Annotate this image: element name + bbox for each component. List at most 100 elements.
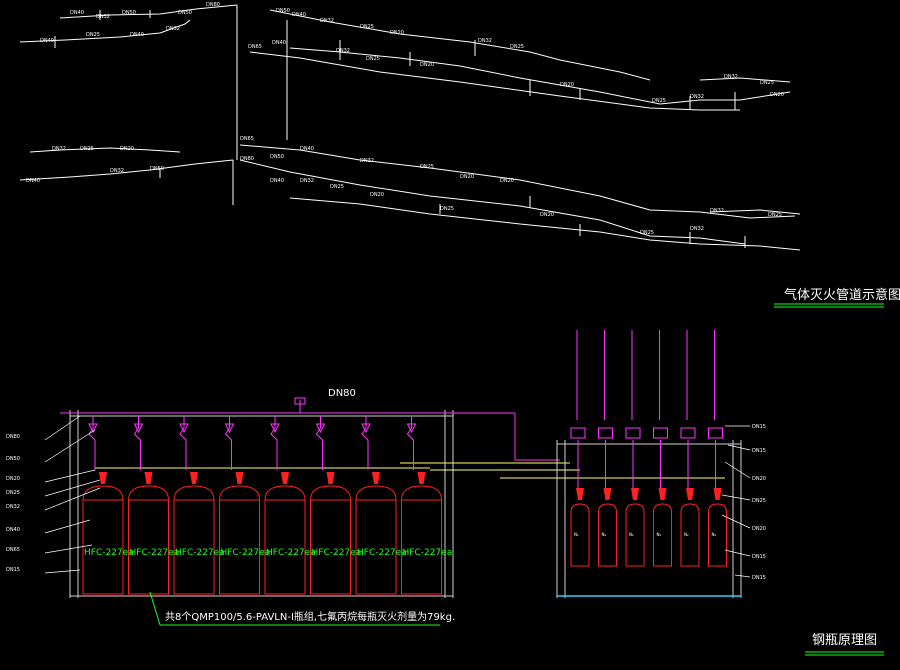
agent-label: HFC-227ea [130,548,180,558]
svg-text:DN40: DN40 [26,178,40,184]
agent-cylinder: HFC-227ea [173,416,225,595]
svg-text:DN25: DN25 [6,490,20,496]
svg-text:DN32: DN32 [360,158,374,164]
svg-text:DN40: DN40 [6,527,20,533]
svg-text:DN15: DN15 [6,567,20,573]
svg-text:DN65: DN65 [240,136,254,142]
svg-text:DN25: DN25 [330,184,344,190]
svg-text:DN80: DN80 [240,156,254,162]
svg-text:DN50: DN50 [122,10,136,16]
n2-cylinder: N₂ [680,330,700,567]
n2-cylinder: N₂ [570,330,590,567]
agent-cylinder: HFC-227ea [310,416,362,595]
svg-text:DN25: DN25 [768,212,782,218]
n2-cylinder: N₂ [598,330,617,567]
n2-label: N₂ [629,532,634,537]
svg-text:DN20: DN20 [770,92,784,98]
svg-text:DN25: DN25 [86,32,100,38]
svg-text:DN15: DN15 [752,554,766,560]
svg-text:DN20: DN20 [420,62,434,68]
n2-label: N₂ [574,532,579,537]
svg-text:DN32: DN32 [478,38,492,44]
agent-label: HFC-227ea [357,548,407,558]
svg-text:DN40: DN40 [300,146,314,152]
svg-text:DN65: DN65 [248,44,262,50]
svg-text:DN50: DN50 [6,456,20,462]
svg-text:DN32: DN32 [96,14,110,20]
agent-cylinder: HFC-227ea [401,416,453,595]
svg-text:DN80: DN80 [206,2,220,8]
svg-text:DN40: DN40 [292,12,306,18]
svg-text:DN32: DN32 [320,18,334,24]
svg-text:DN15: DN15 [752,448,766,454]
svg-text:DN32: DN32 [166,26,180,32]
svg-text:DN40: DN40 [40,38,54,44]
svg-text:DN50: DN50 [150,166,164,172]
svg-text:DN15: DN15 [752,424,766,430]
svg-text:DN32: DN32 [710,208,724,214]
svg-text:DN25: DN25 [420,164,434,170]
n2-cylinder: N₂ [653,330,672,567]
svg-text:DN40: DN40 [270,178,284,184]
svg-text:DN40: DN40 [70,10,84,16]
agent-cylinder-bank: DN80 HFC-227eaHFC-227eaHFC-227eaHFC-227e… [6,388,725,626]
svg-text:DN32: DN32 [110,168,124,174]
cylinder-title: 钢瓶原理图 [812,633,877,648]
svg-text:DN32: DN32 [690,226,704,232]
piping-title: 气体灭火管道示意图 [784,287,900,303]
n2-label: N₂ [712,532,717,537]
svg-text:DN20: DN20 [460,174,474,180]
n2-label: N₂ [657,532,662,537]
svg-text:DN25: DN25 [440,206,454,212]
n2-label: N₂ [602,532,607,537]
svg-text:DN15: DN15 [752,575,766,581]
svg-text:DN32: DN32 [6,504,20,510]
agent-cylinder: HFC-227ea [264,416,316,595]
agent-cylinder: HFC-227ea [355,416,407,595]
svg-text:DN40: DN40 [130,32,144,38]
svg-text:DN25: DN25 [652,98,666,104]
main-pipe-label: DN80 [328,388,356,399]
svg-text:DN20: DN20 [752,526,766,532]
svg-text:DN25: DN25 [360,24,374,30]
svg-text:DN25: DN25 [752,498,766,504]
agent-label: HFC-227ea [312,548,362,558]
agent-label: HFC-227ea [266,548,316,558]
svg-text:DN32: DN32 [690,94,704,100]
svg-text:DN32: DN32 [336,48,350,54]
n2-cylinder: N₂ [625,330,645,567]
svg-text:DN25: DN25 [640,230,654,236]
svg-text:DN50: DN50 [276,8,290,14]
svg-text:DN20: DN20 [390,30,404,36]
svg-text:DN25: DN25 [510,44,524,50]
svg-text:DN25: DN25 [366,56,380,62]
svg-text:DN65: DN65 [6,547,20,553]
agent-cylinder: HFC-227ea [128,416,180,595]
agent-label: HFC-227ea [221,548,271,558]
svg-text:DN32: DN32 [724,74,738,80]
piping-network [19,4,801,251]
svg-text:DN25: DN25 [760,80,774,86]
svg-text:DN32: DN32 [52,146,66,152]
svg-text:DN80: DN80 [6,434,20,440]
svg-text:DN20: DN20 [752,476,766,482]
svg-text:DN50: DN50 [270,154,284,160]
system-note: 共8个QMP100/5.6-PAVLN-I瓶组,七氟丙烷每瓶灭火剂量为79kg. [165,610,455,623]
agent-label: HFC-227ea [84,548,134,558]
svg-text:DN50: DN50 [178,10,192,16]
agent-label: HFC-227ea [175,548,225,558]
agent-label: HFC-227ea [403,548,453,558]
n2-label: N₂ [684,532,689,537]
svg-text:DN25: DN25 [80,146,94,152]
svg-text:DN20: DN20 [120,146,134,152]
svg-text:DN32: DN32 [300,178,314,184]
svg-text:DN20: DN20 [6,476,20,482]
svg-text:DN20: DN20 [560,82,574,88]
svg-text:DN20: DN20 [500,178,514,184]
agent-cylinder: HFC-227ea [219,416,271,595]
agent-cylinder: HFC-227ea [82,416,134,595]
